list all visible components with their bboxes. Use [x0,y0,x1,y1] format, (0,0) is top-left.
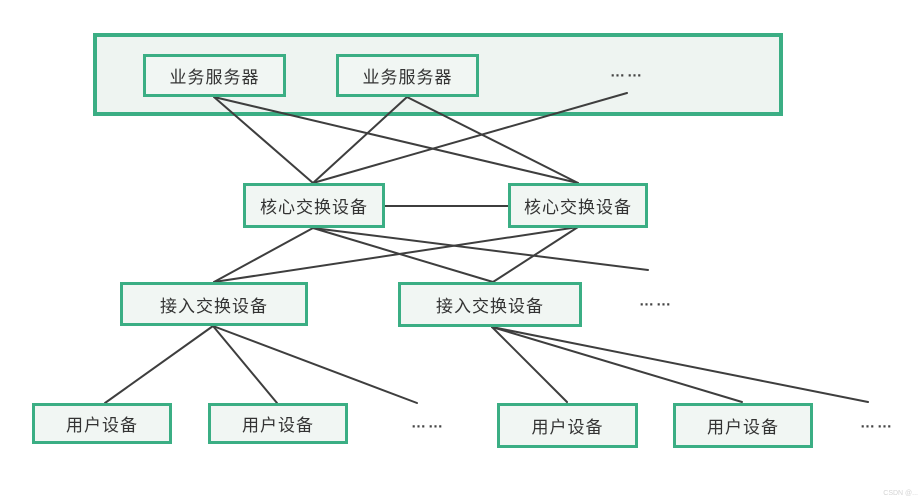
node-user-device-1: 用户设备 [32,403,172,444]
edge-access1-user2 [212,325,278,404]
node-core-switch-1: 核心交换设备 [243,183,385,228]
edge-access2-user-ellipsis [491,326,869,403]
edge-core1-access1 [213,227,314,283]
node-core-switch-2: 核心交换设备 [508,183,648,228]
edge-access2-user4 [491,326,743,403]
watermark-text: CSDN @... [883,490,918,497]
edge-core2-access1 [213,226,579,283]
node-server-2: 业务服务器 [336,54,479,97]
edge-access2-user3 [491,326,568,403]
node-access-switch-2: 接入交换设备 [398,282,582,327]
user-ellipsis-right: …… [860,414,894,432]
node-user-device-3: 用户设备 [497,403,638,448]
edge-core1-access-ellipsis [312,227,649,271]
access-ellipsis: …… [639,292,673,310]
user-ellipsis-left: …… [411,414,445,432]
node-access-switch-1: 接入交换设备 [120,282,308,326]
node-user-device-2: 用户设备 [208,403,348,444]
node-user-device-4: 用户设备 [673,403,813,448]
node-server-1: 业务服务器 [143,54,286,97]
edge-core1-access2 [312,227,494,283]
edge-core2-access2 [492,226,579,283]
edge-access1-user1 [104,325,214,404]
server-ellipsis: …… [610,63,644,81]
edge-access1-user-ellipsis [212,325,418,404]
